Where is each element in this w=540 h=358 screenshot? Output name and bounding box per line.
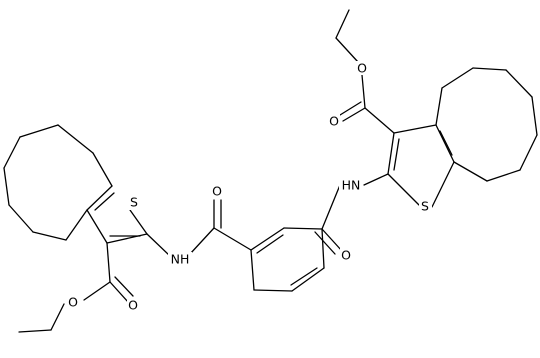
- atom-label-o-carbonyl-right-ester: O: [328, 114, 340, 129]
- svg-text:O: O: [357, 61, 367, 76]
- svg-text:O: O: [68, 295, 78, 310]
- atom-label-o-carbonyl-left-ester: O: [127, 298, 139, 313]
- atom-label-o-amide-right: O: [340, 248, 352, 263]
- right-cyclooctane-ring: [435, 67, 538, 182]
- right-amide-linkage: [314, 173, 389, 255]
- atom-label-s-left: S: [128, 195, 141, 210]
- svg-text:S: S: [130, 195, 138, 210]
- svg-text:S: S: [421, 199, 429, 214]
- svg-text:NH: NH: [171, 252, 190, 267]
- svg-text:O: O: [212, 184, 222, 199]
- atom-label-o-amide-left: O: [211, 184, 223, 199]
- left-thiophene-ring: [86, 185, 148, 244]
- right-ethyl-ester: [335, 9, 395, 134]
- atom-label-o-ester-left-bottom: O: [67, 295, 79, 310]
- atom-label-s-right: S: [419, 199, 432, 214]
- atom-label-nh-left: NH: [168, 252, 192, 267]
- left-amide-linkage: [146, 199, 252, 257]
- atom-label-o-ester-right-top: O: [356, 61, 368, 76]
- svg-text:O: O: [341, 248, 351, 263]
- svg-text:O: O: [128, 298, 138, 313]
- central-benzene-ring: [250, 227, 325, 292]
- left-ethyl-ester: [18, 242, 134, 333]
- atom-label-nh-right: HN: [339, 178, 363, 193]
- left-cyclooctane-ring: [3, 124, 113, 241]
- svg-text:O: O: [329, 114, 339, 129]
- right-thiophene-ring: [387, 124, 455, 208]
- svg-text:HN: HN: [342, 178, 361, 193]
